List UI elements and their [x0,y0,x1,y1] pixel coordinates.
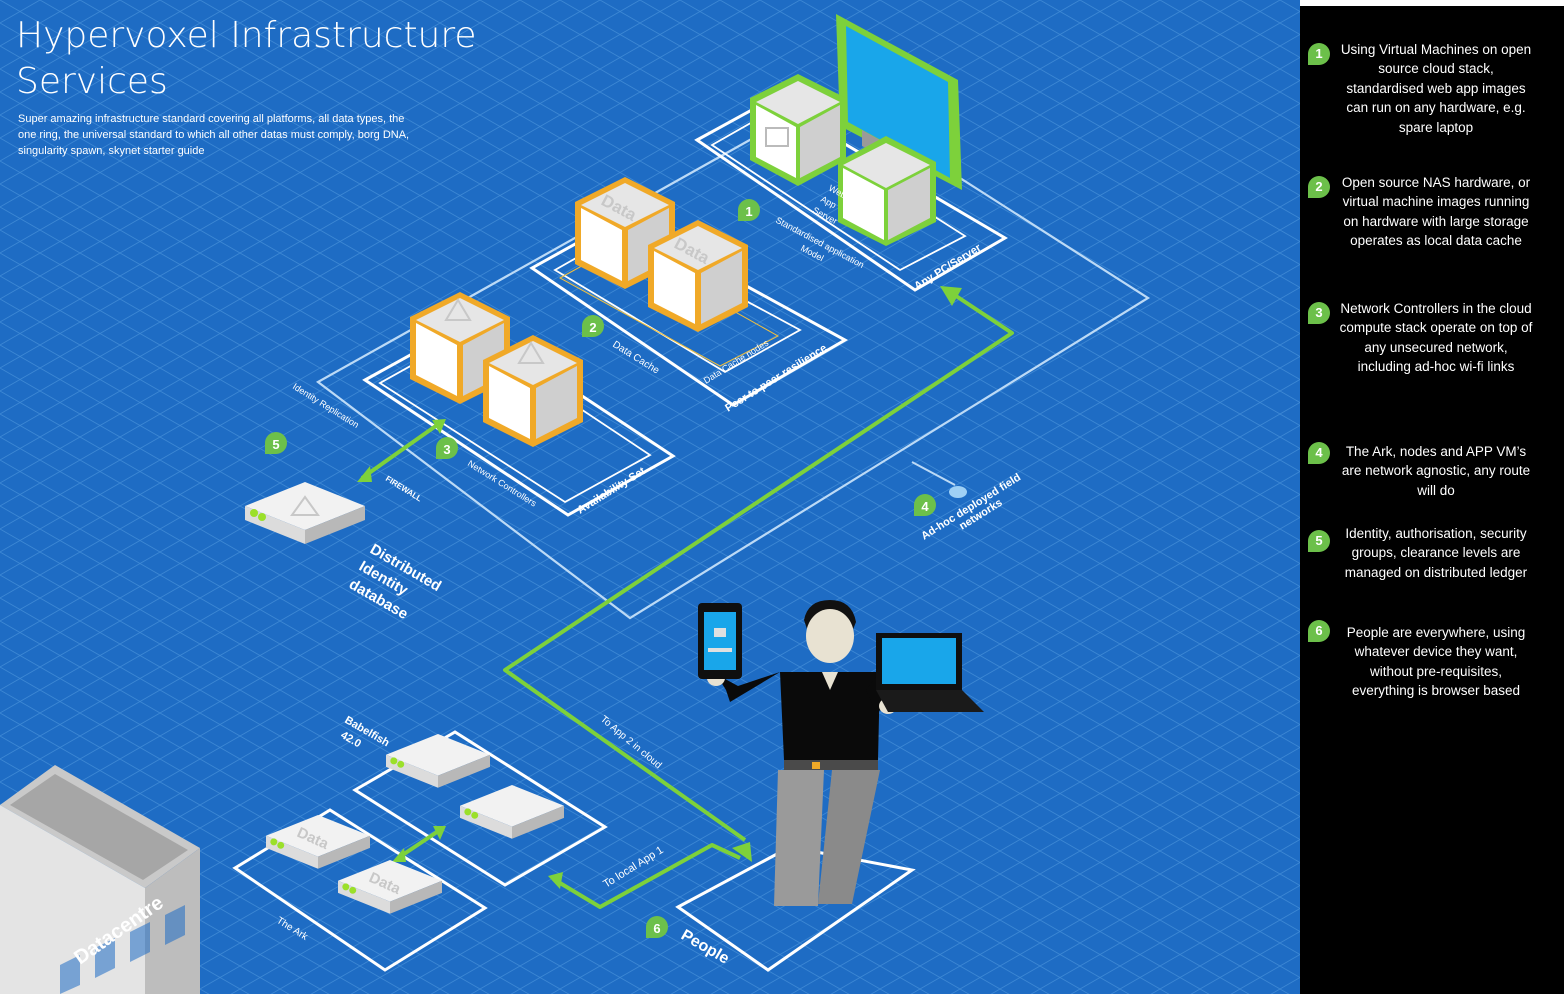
badge-1: 1 [738,199,760,221]
legend-text: The Ark, nodes and APP VM’s are network … [1341,444,1531,498]
network-controller-box [410,292,510,404]
route-to-app2 [503,290,1014,842]
arrow-heads [357,286,962,889]
title-line-2: Services [16,61,168,102]
legend-badge: 3 [1308,302,1330,324]
tablet-icon [698,603,742,679]
badge-4: 4 [914,494,936,516]
adhoc-network-link [911,461,956,486]
legend-badge: 2 [1308,176,1330,198]
network-controller-box [483,335,583,447]
identity-replication-arrow [360,421,442,480]
legend-text: Open source NAS hardware, or virtual mac… [1341,175,1531,249]
badge-3: 3 [436,437,458,459]
ark-data-server: Data [266,815,370,869]
legend-text: Using Virtual Machines on open source cl… [1340,42,1532,135]
badge-6: 6 [646,916,668,938]
adhoc-network-node [949,486,967,498]
ark-sync-arrow [396,828,442,860]
svg-text:3: 3 [443,442,450,457]
legend-text: People are everywhere, using whatever de… [1346,625,1526,699]
legend-panel: 1 Using Virtual Machines on open source … [1300,6,1564,994]
legend-badge: 5 [1308,530,1330,552]
legend-badge: 6 [1308,620,1330,642]
data-box-icon: Data [648,220,748,332]
laptop-icon [876,633,984,712]
green-routes [360,290,1014,909]
monitor-glyph [765,127,789,147]
grid [0,0,1300,994]
svg-text:5: 5 [272,437,279,452]
cloud-platform-outline [315,93,1151,620]
legend-badge: 1 [1308,43,1330,65]
diagram-badges: 1 2 3 4 5 6 [265,199,936,938]
web-app-server-box [750,74,846,186]
subtitle: Super amazing infrastructure standard co… [18,113,410,157]
building-icon: Datacentre [0,765,200,994]
svg-text:2: 2 [589,320,596,335]
legend-text: Identity, authorisation, security groups… [1344,526,1528,580]
legend-badge: 4 [1308,442,1330,464]
legend-text: Network Controllers in the cloud compute… [1339,301,1533,375]
pc-server-box [838,136,936,246]
svg-text:4: 4 [921,499,929,514]
ark-data-server: Data [338,860,442,914]
svg-text:1: 1 [745,204,752,219]
title-line-1: Hypervoxel Infrastructure [16,15,477,56]
badge-5: 5 [265,432,287,454]
route-to-app1 [553,843,741,909]
svg-text:6: 6 [653,921,660,936]
any-pc-rect [694,98,1008,292]
people-platform [675,845,916,972]
badge-2: 2 [582,315,604,337]
data-box-icon: Data [575,177,675,289]
identity-database-server [245,482,365,544]
